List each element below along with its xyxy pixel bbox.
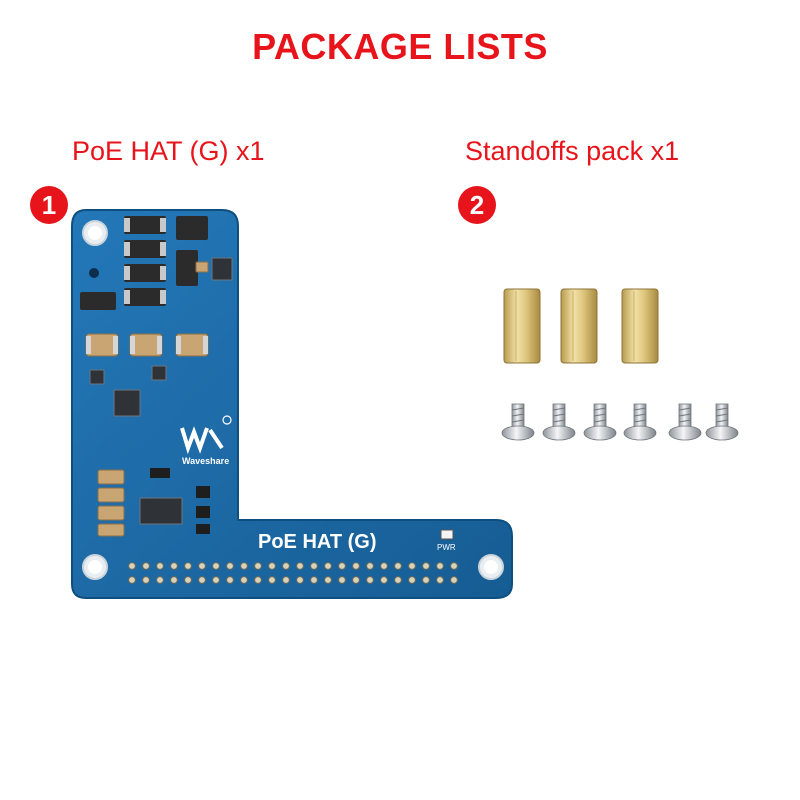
brand-text: Waveshare	[182, 456, 229, 466]
screw	[668, 403, 702, 441]
pwr-led	[440, 529, 454, 540]
number-badge-1: 1	[30, 186, 68, 224]
brass-standoff	[560, 288, 598, 364]
screw	[705, 403, 739, 441]
screw	[623, 403, 657, 441]
item-label-poe-hat: PoE HAT (G) x1	[72, 136, 265, 166]
smd-diodes	[80, 216, 208, 310]
waveshare-logo	[180, 415, 232, 455]
pwr-label: PWR	[437, 543, 456, 552]
ic-chips	[89, 257, 233, 525]
board-silkscreen-label: PoE HAT (G)	[258, 531, 377, 553]
page-title: PACKAGE LISTS	[252, 26, 548, 67]
number-badge-2: 2	[458, 186, 496, 224]
screw	[501, 403, 535, 441]
gpio-header	[128, 562, 458, 584]
capacitors	[85, 261, 209, 537]
item-label-standoffs: Standoffs pack x1	[465, 136, 680, 166]
brass-standoff	[503, 288, 541, 364]
screw	[583, 403, 617, 441]
screw	[542, 403, 576, 441]
brass-standoff	[621, 288, 659, 364]
